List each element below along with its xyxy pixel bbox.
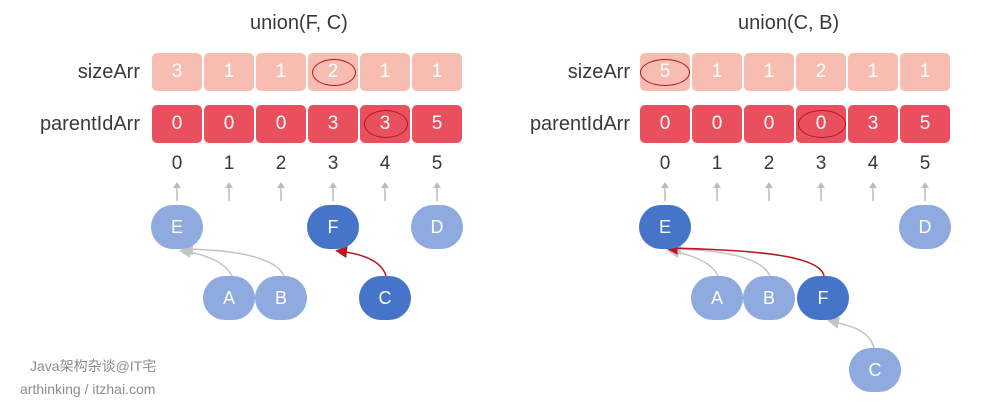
parent-cell: 5: [900, 105, 950, 143]
index-label: 3: [327, 153, 339, 174]
index-label: 0: [171, 153, 183, 174]
index-label: 3: [815, 153, 827, 174]
up-arrow-icon: [225, 182, 233, 201]
right-panel: union(C, B) sizeArr parentIdArr 5 1 1 2 …: [490, 0, 990, 401]
panel-title: union(F, C): [250, 12, 348, 34]
highlight-ring: [798, 110, 846, 138]
up-arrow-icon: [381, 182, 389, 201]
index-label: 4: [379, 153, 391, 174]
up-arrow-icon: [277, 182, 285, 201]
left-panel: union(F, C) sizeArr parentIdArr 3 1 1 2 …: [39, 12, 463, 320]
index-label: 2: [763, 153, 775, 174]
panel-title: union(C, B): [738, 12, 840, 34]
link-b-to-e: [669, 243, 771, 277]
size-cell: 1: [900, 53, 950, 91]
up-arrow-icon: [921, 182, 929, 201]
tree-links: [179, 243, 387, 277]
parent-cell: 0: [152, 105, 202, 143]
size-cell: 1: [412, 53, 462, 91]
highlight-ring: [364, 110, 408, 138]
index-label: 0: [659, 153, 671, 174]
size-cell: 1: [204, 53, 254, 91]
parent-cell: 3: [848, 105, 898, 143]
index-label: 2: [275, 153, 287, 174]
up-arrow-icon: [817, 182, 825, 201]
node-e: E: [639, 205, 691, 249]
up-arrow-icon: [173, 182, 181, 201]
node-f: F: [797, 276, 849, 320]
node-c: C: [359, 276, 411, 320]
size-cell: 1: [744, 53, 794, 91]
up-arrow-icon: [869, 182, 877, 201]
node-a: A: [691, 276, 743, 320]
link-c-to-f: [335, 246, 387, 277]
link-a-to-e: [667, 246, 719, 277]
parent-cell: 5: [412, 105, 462, 143]
size-cell: 1: [848, 53, 898, 91]
link-a-to-e: [179, 246, 233, 277]
parent-array-label: parentIdArr: [529, 113, 630, 135]
link-f-to-e: [664, 241, 825, 277]
node-d: D: [411, 205, 463, 249]
size-cell: 1: [256, 53, 306, 91]
size-cell: 1: [360, 53, 410, 91]
watermark-line-1: Java架构杂谈@IT宅: [30, 358, 157, 374]
node-b: B: [743, 276, 795, 320]
link-b-to-e: [181, 243, 285, 277]
parent-cell: 0: [256, 105, 306, 143]
watermark-line-2: arthinking / itzhai.com: [20, 381, 156, 397]
parent-cell: 0: [204, 105, 254, 143]
index-label: 4: [867, 153, 879, 174]
node-b: B: [255, 276, 307, 320]
index-label: 1: [711, 153, 723, 174]
highlight-ring: [312, 59, 356, 86]
highlight-ring: [640, 59, 690, 86]
node-c: C: [849, 348, 901, 392]
node-d: D: [899, 205, 951, 249]
link-c-to-f: [827, 316, 875, 349]
size-cell: 1: [692, 53, 742, 91]
up-arrow-icon: [713, 182, 721, 201]
size-cell: 2: [796, 53, 846, 91]
up-arrow-icon: [433, 182, 441, 201]
parent-array-label: parentIdArr: [39, 113, 140, 135]
index-label: 1: [223, 153, 235, 174]
parent-cell: 0: [692, 105, 742, 143]
up-arrow-icon: [329, 182, 337, 201]
node-f: F: [307, 205, 359, 249]
node-e: E: [151, 205, 203, 249]
index-label: 5: [431, 153, 443, 174]
index-label: 5: [919, 153, 931, 174]
parent-cell: 0: [640, 105, 690, 143]
up-arrow-icon: [661, 182, 669, 201]
size-cell: 3: [152, 53, 202, 91]
size-array-label: sizeArr: [567, 61, 630, 83]
node-a: A: [203, 276, 255, 320]
size-array-label: sizeArr: [77, 61, 140, 83]
tree-links: [664, 241, 875, 349]
parent-cell: 0: [744, 105, 794, 143]
up-arrow-icon: [765, 182, 773, 201]
parent-cell: 3: [308, 105, 358, 143]
